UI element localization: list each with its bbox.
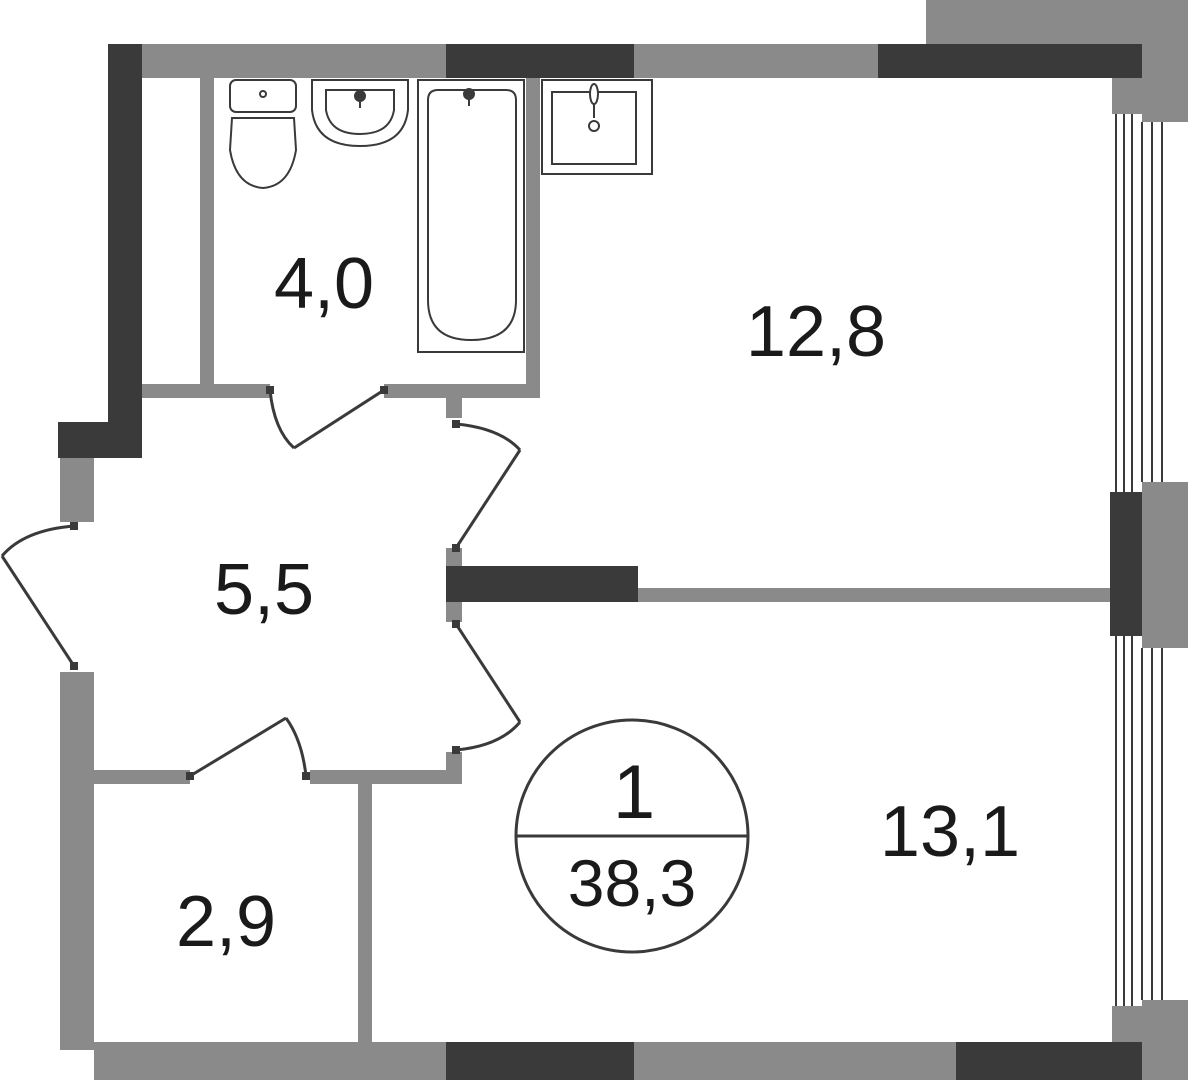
- partition: [638, 588, 1110, 602]
- washbasin-icon: [311, 79, 409, 148]
- door-entrance: [0, 522, 78, 670]
- wall-segment: [1110, 492, 1142, 636]
- room-area-kitchen: 12,8: [746, 292, 886, 372]
- wall-segment: [878, 44, 1142, 78]
- badge-rooms-count: 1: [613, 750, 655, 835]
- room-area-hall: 5,5: [214, 550, 314, 630]
- wall-segment: [446, 566, 638, 602]
- wall-segment: [446, 1042, 634, 1080]
- room-area-storage: 2,9: [176, 882, 276, 962]
- apartment-badge: 1 38,3: [514, 718, 750, 954]
- toilet-icon: [228, 79, 298, 190]
- door-bathroom: [266, 386, 388, 450]
- wall-segment: [446, 44, 634, 78]
- room-area-living-room: 13,1: [880, 792, 1020, 872]
- partition: [142, 384, 270, 398]
- window-living-room: [1115, 636, 1163, 1006]
- door-storage: [186, 716, 310, 780]
- window-kitchen: [1115, 114, 1163, 492]
- fixtures: [228, 79, 653, 353]
- wall-segment: [1142, 0, 1188, 122]
- wall-segment: [60, 458, 94, 522]
- room-area-bathroom: 4,0: [274, 244, 374, 324]
- wall-segment: [1142, 1000, 1188, 1080]
- wall-segment: [1142, 482, 1188, 648]
- walls: [58, 0, 1188, 1080]
- partition: [358, 784, 372, 1042]
- wall-segment: [634, 1042, 956, 1080]
- partition: [446, 752, 462, 784]
- door-kitchen: [452, 420, 522, 552]
- room-labels: 4,0 12,8 5,5 2,9 13,1: [176, 244, 1020, 962]
- partition: [526, 78, 540, 398]
- wall-segment: [58, 422, 108, 458]
- partitions: [94, 78, 1110, 1042]
- wall-segment: [1112, 1006, 1142, 1042]
- wall-segment: [926, 0, 1142, 44]
- wall-segment: [1112, 78, 1142, 114]
- bathtub-icon: [417, 79, 525, 353]
- wall-segment: [60, 672, 94, 1050]
- partition: [310, 770, 462, 784]
- wall-segment: [634, 44, 878, 78]
- partition: [384, 384, 540, 398]
- partition: [94, 770, 190, 784]
- partition: [446, 398, 462, 418]
- wall-segment: [108, 44, 142, 458]
- partition: [446, 548, 462, 566]
- kitchen-sink-icon: [541, 79, 653, 175]
- doors: [0, 386, 522, 780]
- wall-segment: [956, 1042, 1142, 1080]
- wall-segment: [94, 1042, 446, 1080]
- wall-segment: [108, 44, 446, 78]
- windows: [1115, 114, 1163, 1006]
- door-living-room: [452, 620, 522, 754]
- badge-total-area: 38,3: [568, 846, 696, 920]
- partition: [446, 602, 462, 622]
- partition: [200, 78, 214, 384]
